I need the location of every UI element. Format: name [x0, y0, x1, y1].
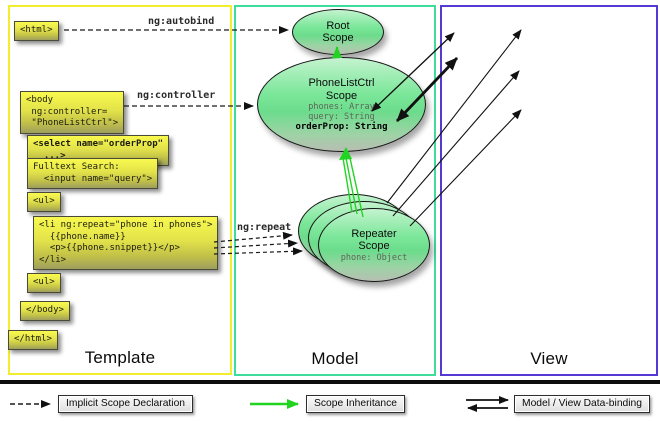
phonelistctrl-prop-phones: phones: Array: [308, 102, 375, 112]
repeater-scope-ellipse-front: Repeater Scope phone: Object: [318, 208, 430, 282]
ng-repeat-label: ng:repeat: [237, 222, 292, 233]
code-fulltext-search: Fulltext Search: <input name="query">: [27, 158, 159, 189]
phonelistctrl-prop-orderprop: orderProp: String: [295, 122, 388, 132]
root-scope-ellipse: Root Scope: [292, 9, 384, 55]
view-column-label: View: [530, 349, 568, 368]
ng-autobind-label: ng:autobind: [148, 16, 215, 27]
code-body-close: </body>: [20, 301, 70, 321]
code-li-repeat: <li ng:repeat="phone in phones"> {{phone…: [33, 216, 219, 270]
phonelistctrl-scope-title: PhoneListCtrl Scope: [308, 77, 375, 102]
model-column-label: Model: [311, 349, 359, 368]
root-scope-title: Root Scope: [322, 19, 354, 45]
template-column-label: Template: [84, 348, 156, 367]
repeater-scope-title: Repeater Scope: [351, 227, 397, 253]
legend-implicit-scope: Implicit Scope Declaration: [58, 395, 194, 413]
ng-controller-label: ng:controller: [137, 90, 216, 101]
legend-scope-inheritance: Scope Inheritance: [306, 395, 406, 413]
phonelistctrl-prop-query: query: String: [308, 112, 375, 122]
code-ul-open: <ul>: [27, 192, 61, 212]
legend-separator: [0, 380, 660, 384]
phonelistctrl-scope-ellipse: PhoneListCtrl Scope phones: Array query:…: [257, 57, 426, 152]
legend-data-binding: Model / View Data-binding: [514, 395, 651, 413]
code-body-open: <body ng:controller= "PhoneListCtrl">: [20, 91, 125, 134]
view-column: View: [440, 5, 658, 376]
code-html-close: </html>: [8, 330, 58, 350]
repeater-prop-phone: phone: Object: [340, 252, 408, 263]
code-html-open: <html>: [14, 21, 59, 41]
code-ul-close: <ul>: [27, 273, 61, 293]
